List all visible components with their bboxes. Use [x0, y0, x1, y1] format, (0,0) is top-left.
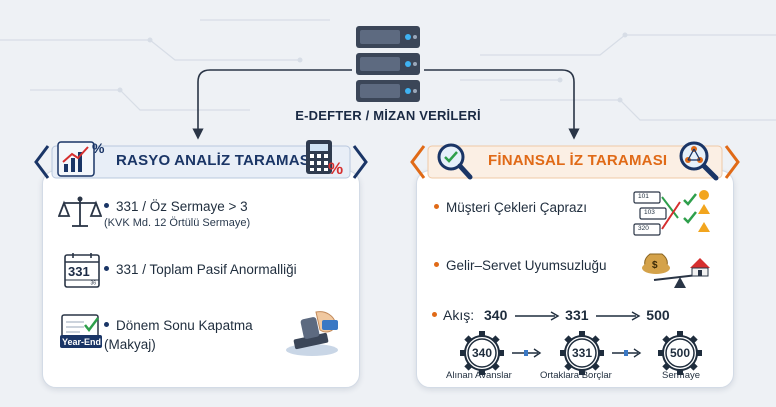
ledger-331-icon: 36: [62, 251, 102, 296]
caption-alinan-avanslar: Alınan Avanslar: [446, 370, 512, 381]
akis-label: Akış:: [443, 307, 475, 323]
item-text: Müşteri Çekleri Çaprazı: [446, 200, 588, 215]
cheque-code-101: 101: [638, 193, 649, 200]
rasyo-analiz-title: RASYO ANALİZ TARAMASI: [116, 152, 315, 169]
bullet: [434, 261, 439, 267]
akis-flow-line: Akış: 340 331 500: [432, 307, 670, 324]
finansal-iz-banner: FİNANSAL İZ TARAMASI: [410, 141, 740, 182]
flow-step-331: 331: [565, 307, 589, 323]
gear-label-340: 340: [472, 346, 493, 360]
bullet: [104, 265, 109, 271]
list-item-oz-sermaye: 331 / Öz Sermaye > 3 (KVK Md. 12 Örtülü …: [104, 199, 250, 229]
year-end-calendar-icon: [58, 311, 104, 356]
server-stack-icon: [352, 24, 424, 106]
gear-label-500: 500: [670, 346, 691, 360]
caption-sermaye: Sermaye: [662, 370, 701, 381]
list-item-donem-sonu: Dönem Sonu Kapatma (Makyaj): [104, 316, 253, 354]
svg-text:%: %: [328, 159, 343, 178]
svg-text:$: $: [652, 260, 658, 271]
main-title: E-DEFTER / MİZAN VERİLERİ: [295, 108, 481, 123]
item-subtext: (KVK Md. 12 Örtülü Sermaye): [104, 217, 251, 229]
gear-flow-diagram: [459, 330, 703, 376]
flow-arrow-icon: [592, 308, 642, 324]
ledger-331-badge: 331: [68, 264, 90, 279]
item-text: Gelir–Servet Uyumsuzluğu: [446, 258, 607, 273]
list-item-musteri-cekleri: Müşteri Çekleri Çaprazı: [434, 200, 587, 215]
svg-text:36: 36: [90, 281, 96, 287]
year-end-badge: Year-End: [62, 337, 102, 347]
flow-step-500: 500: [646, 307, 670, 323]
bullet: [104, 202, 109, 208]
finansal-iz-title: FİNANSAL İZ TARAMASI: [488, 152, 668, 169]
svg-text:%: %: [92, 140, 105, 156]
rasyo-analiz-banner: % RASYO ANALİZ TARAMASI %: [34, 140, 368, 182]
item-text: 331 / Toplam Pasif Anormalliği: [116, 262, 297, 277]
stamp-hand-icon: [278, 306, 340, 363]
item-text: 331 / Öz Sermaye > 3: [116, 199, 248, 214]
list-item-gelir-servet: Gelir–Servet Uyumsuzluğu: [434, 258, 607, 273]
gear-label-331: 331: [572, 346, 593, 360]
item-text: Dönem Sonu Kapatma: [116, 318, 253, 333]
money-house-balance-icon: $: [640, 246, 720, 295]
list-item-toplam-pasif: 331 / Toplam Pasif Anormalliği: [104, 262, 297, 277]
caption-ortaklara-borclar: Ortaklara Borçlar: [540, 370, 612, 381]
item-text-line2: (Makyaj): [104, 337, 156, 352]
cheque-checklist-icon: [632, 188, 714, 243]
bullet: [432, 311, 437, 317]
flow-arrow-icon: [511, 308, 561, 324]
flow-step-340: 340: [484, 307, 508, 323]
bullet: [434, 203, 439, 209]
cheque-code-320: 320: [638, 225, 649, 232]
scales-icon: [57, 194, 103, 235]
cheque-code-103: 103: [644, 209, 655, 216]
bullet: [104, 321, 109, 327]
